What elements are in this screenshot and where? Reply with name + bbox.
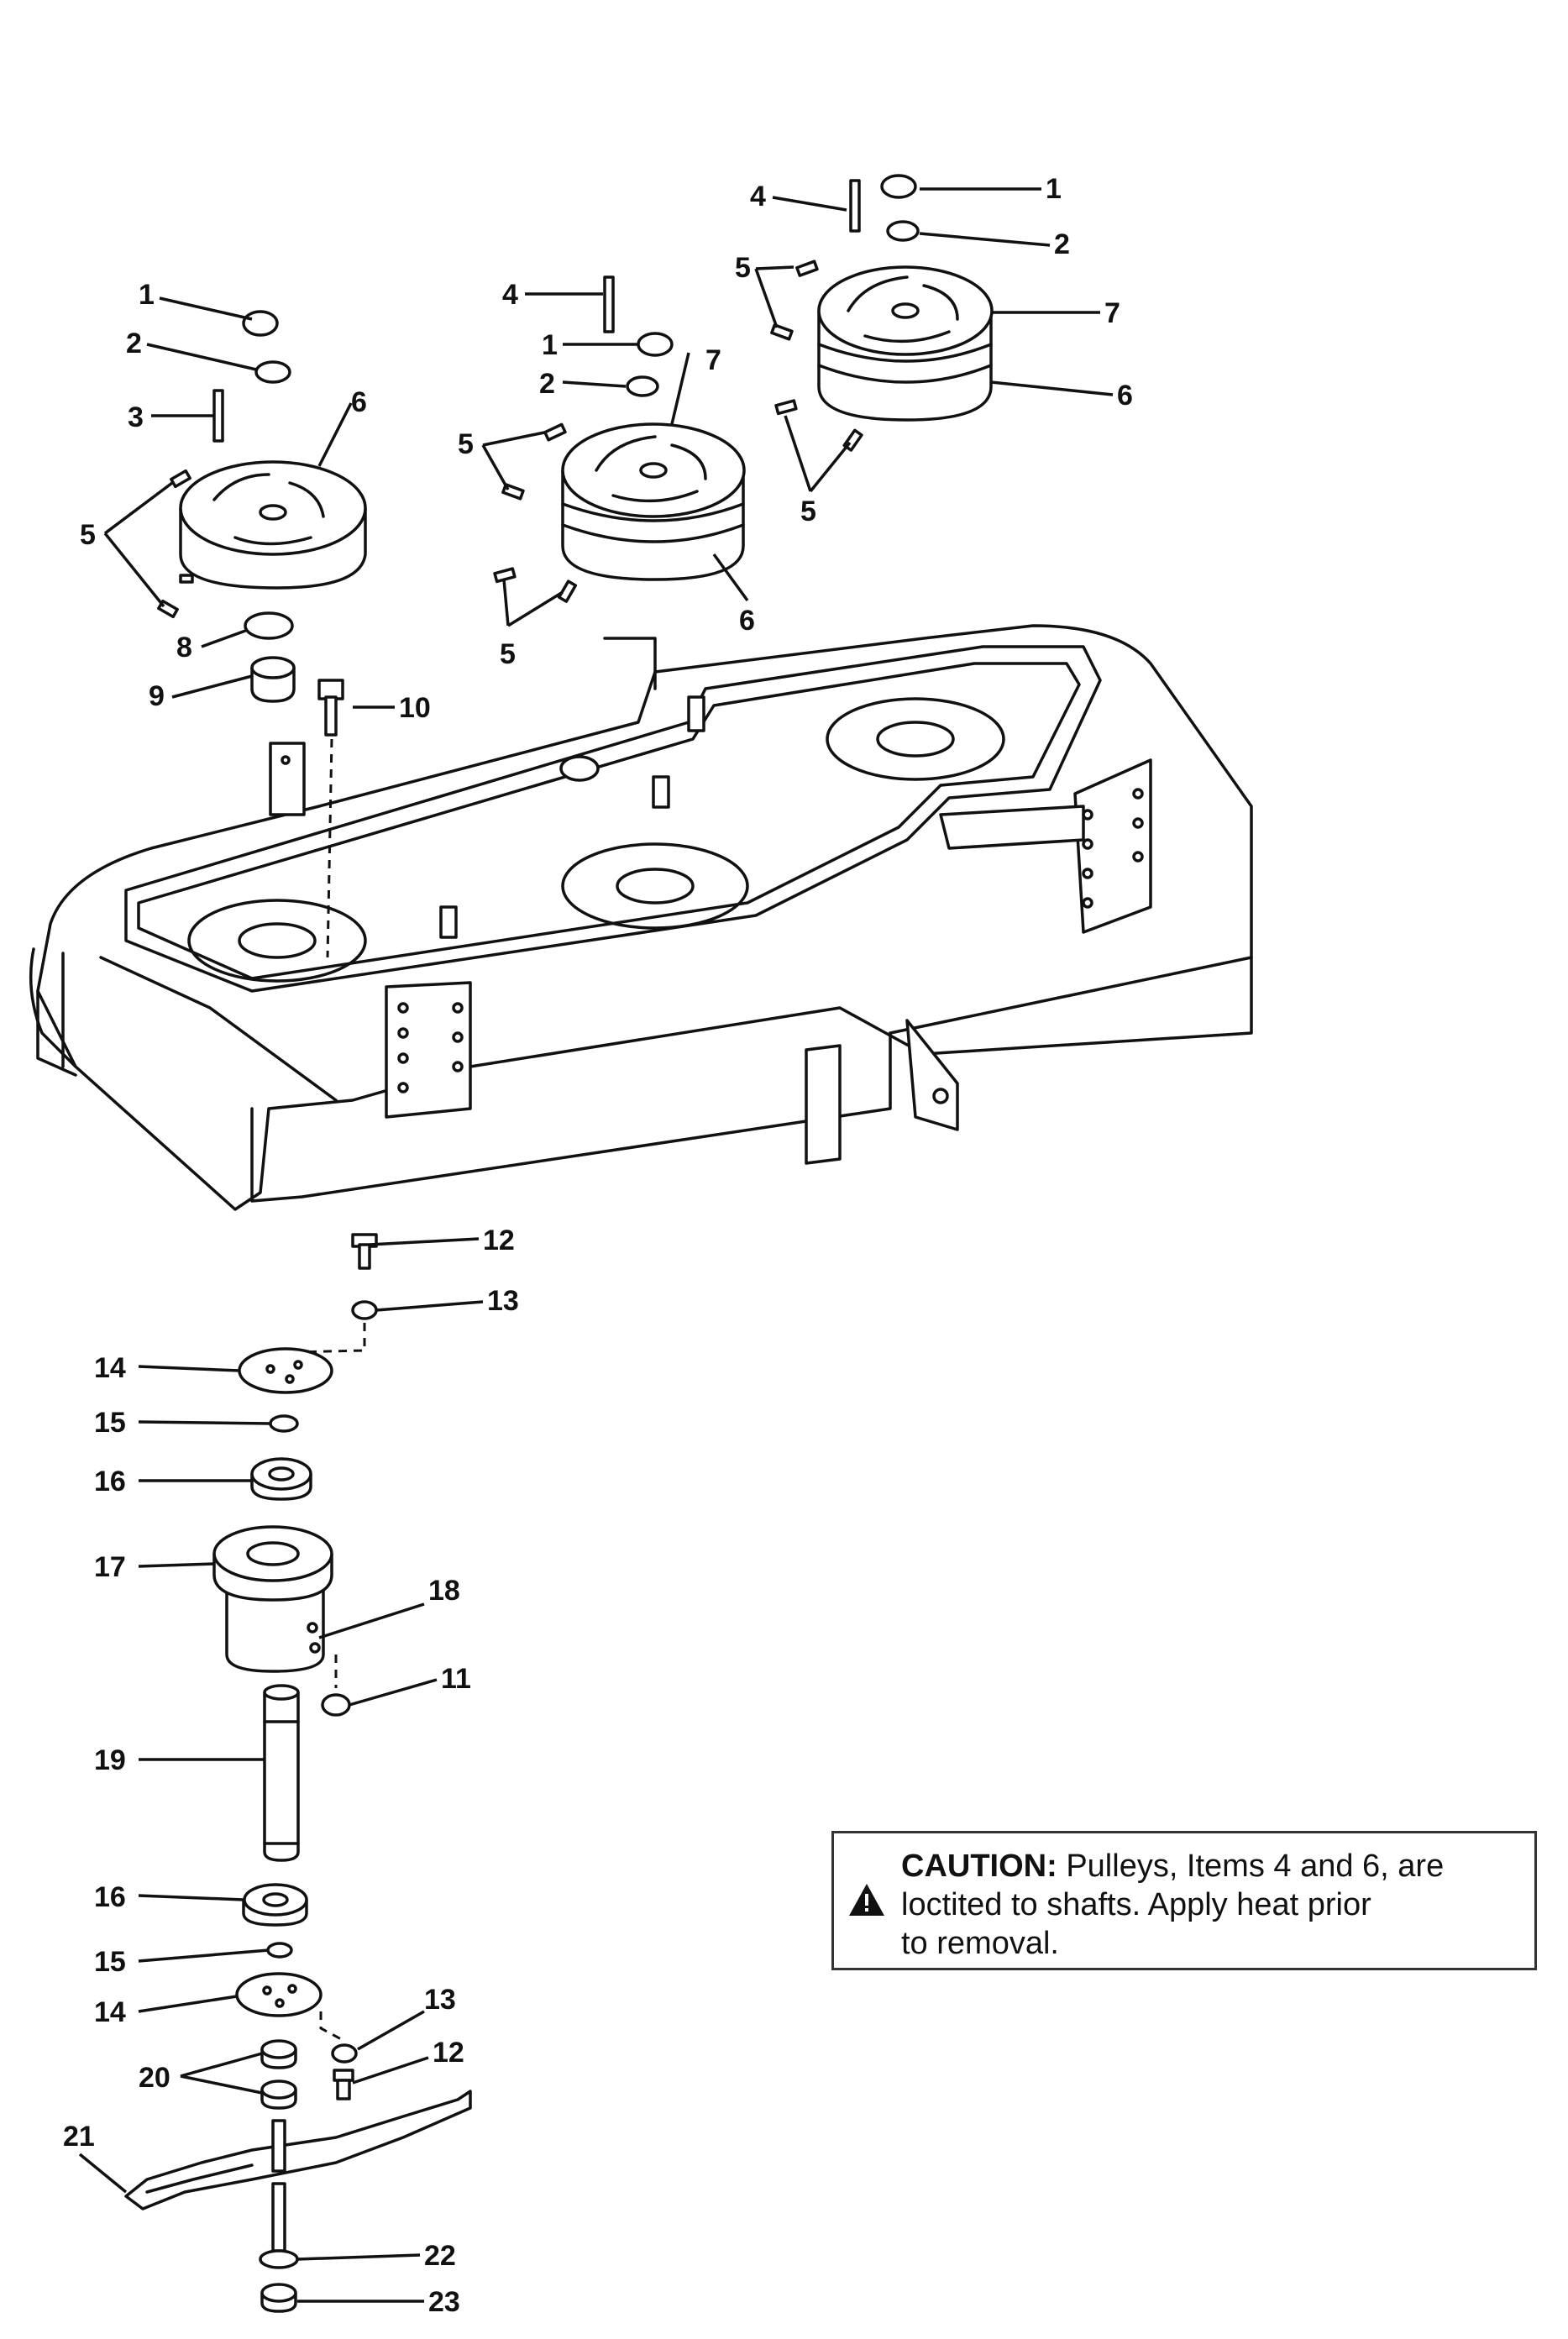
callout-13: 13 bbox=[487, 1285, 519, 1317]
callout-18: 18 bbox=[428, 1575, 460, 1607]
callout-2: 2 bbox=[1054, 228, 1070, 260]
callout-13: 13 bbox=[424, 1984, 456, 2016]
caution-line-3: to removal. bbox=[901, 1926, 1059, 1961]
callout-5: 5 bbox=[500, 638, 516, 670]
callout-9: 9 bbox=[149, 680, 165, 712]
callout-5: 5 bbox=[458, 428, 474, 460]
callout-7: 7 bbox=[1104, 297, 1120, 329]
callout-12: 12 bbox=[483, 1225, 515, 1256]
callout-3: 3 bbox=[128, 401, 144, 433]
callout-20: 20 bbox=[139, 2062, 170, 2094]
warning-triangle-icon bbox=[849, 1884, 884, 1916]
callout-22: 22 bbox=[424, 2240, 456, 2272]
callout-1: 1 bbox=[1046, 173, 1062, 205]
callout-1: 1 bbox=[542, 329, 558, 361]
callout-1: 1 bbox=[139, 279, 155, 311]
caution-line-1: CAUTION: Pulleys, Items 4 and 6, are bbox=[901, 1847, 1523, 1885]
callout-4: 4 bbox=[502, 279, 518, 311]
callout-6: 6 bbox=[351, 386, 367, 418]
caution-line-2: loctited to shafts. Apply heat prior bbox=[901, 1887, 1371, 1922]
callout-10: 10 bbox=[399, 692, 431, 724]
callout-21: 21 bbox=[63, 2121, 95, 2153]
callout-14: 14 bbox=[94, 1352, 126, 1384]
callout-15: 15 bbox=[94, 1946, 126, 1978]
right-pulley-group bbox=[770, 174, 994, 452]
caution-box: CAUTION: Pulleys, Items 4 and 6, are loc… bbox=[831, 1831, 1537, 1970]
callout-5: 5 bbox=[735, 252, 751, 284]
center-pulley-group bbox=[493, 275, 746, 603]
callout-2: 2 bbox=[539, 368, 555, 400]
callout-7: 7 bbox=[705, 344, 721, 376]
callout-6: 6 bbox=[1117, 380, 1133, 412]
caution-text: CAUTION: Pulleys, Items 4 and 6, are loc… bbox=[901, 1847, 1523, 1963]
spindle-assembly bbox=[124, 1233, 472, 2313]
callout-16: 16 bbox=[94, 1466, 126, 1497]
caution-heading: CAUTION: bbox=[901, 1849, 1057, 1884]
callout-labels: 1 2 3 6 5 8 9 10 4 1 2 5 7 6 5 4 1 2 5 7… bbox=[63, 173, 1133, 2318]
callout-11: 11 bbox=[441, 1663, 471, 1695]
callout-14: 14 bbox=[94, 1996, 126, 2028]
caution-line-1-text: Pulleys, Items 4 and 6, are bbox=[1057, 1849, 1445, 1884]
callout-12: 12 bbox=[433, 2037, 464, 2069]
callout-2: 2 bbox=[126, 328, 142, 359]
left-pulley-group bbox=[157, 310, 367, 958]
callout-15: 15 bbox=[94, 1407, 126, 1439]
callout-5: 5 bbox=[800, 496, 816, 527]
callout-5: 5 bbox=[80, 519, 96, 551]
leader-lines bbox=[78, 187, 1114, 2303]
callout-16: 16 bbox=[94, 1881, 126, 1913]
callout-23: 23 bbox=[428, 2286, 460, 2318]
callout-6: 6 bbox=[739, 605, 755, 637]
callout-8: 8 bbox=[176, 632, 192, 663]
mower-deck bbox=[29, 624, 1253, 1211]
callout-4: 4 bbox=[750, 181, 766, 212]
callout-17: 17 bbox=[94, 1551, 126, 1583]
callout-19: 19 bbox=[94, 1744, 126, 1776]
